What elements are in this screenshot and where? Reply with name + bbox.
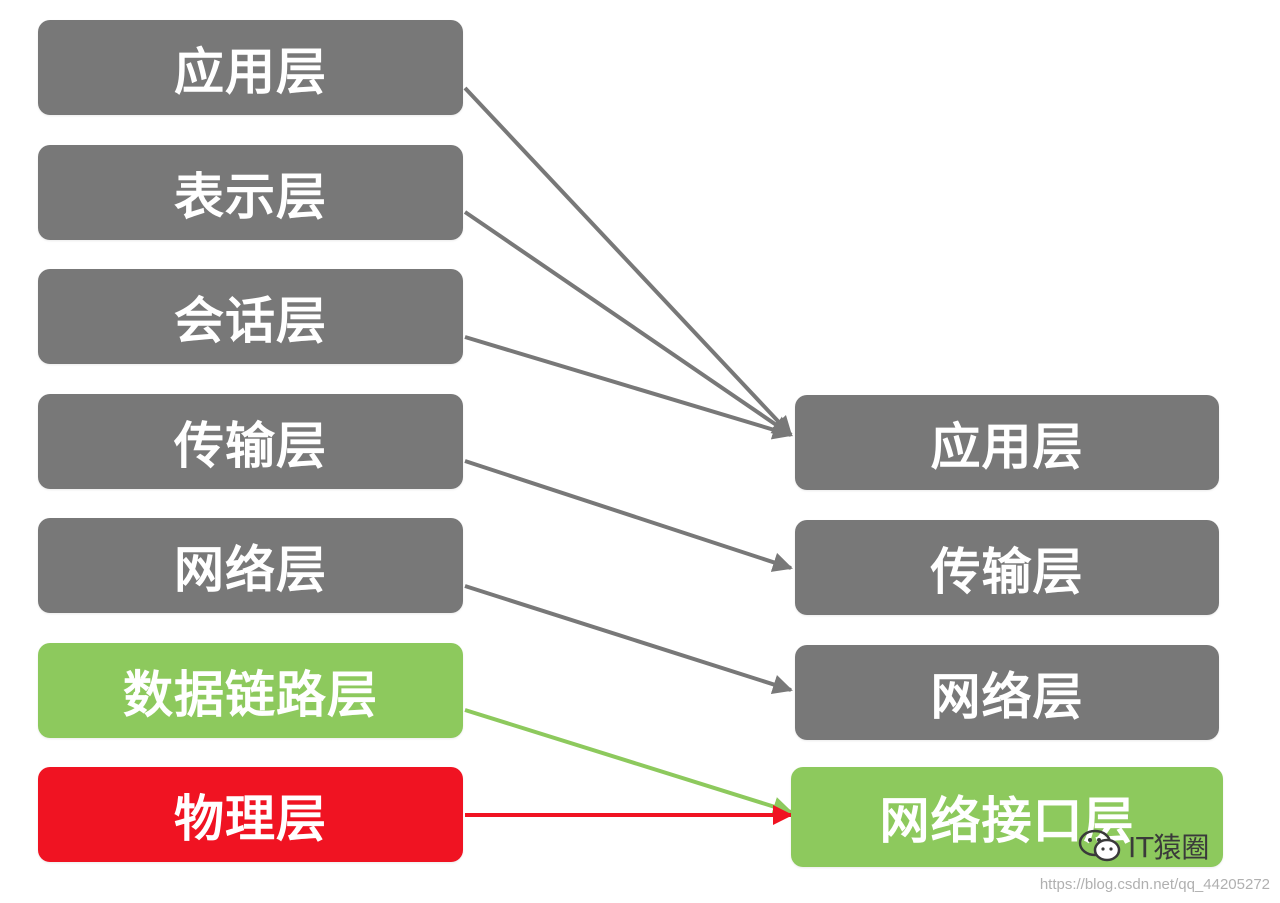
mapping-arrow	[463, 210, 793, 437]
wechat-icon	[1078, 829, 1121, 862]
osi-layer-box: 数据链路层	[38, 643, 463, 738]
tcpip-layer-box: 应用层	[795, 395, 1219, 490]
tcpip-layer-box: 网络接口层	[791, 767, 1223, 867]
source-url: https://blog.csdn.net/qq_44205272	[1039, 876, 1270, 893]
mapping-arrow	[464, 708, 793, 817]
mapping-arrow	[464, 335, 793, 440]
osi-layer-box: 应用层	[38, 20, 463, 115]
watermark-text: IT猿圈	[1128, 831, 1210, 864]
mapping-arrow	[464, 584, 793, 695]
tcpip-layer-box: 传输层	[795, 520, 1219, 615]
tcpip-layer-box: 网络层	[795, 645, 1219, 740]
osi-layer-box: 物理层	[38, 767, 463, 862]
osi-layer-box: 传输层	[38, 394, 463, 489]
watermark: IT猿圈	[1078, 826, 1209, 866]
osi-layer-box: 会话层	[38, 269, 463, 364]
osi-layer-box: 表示层	[38, 145, 463, 240]
osi-layer-box: 网络层	[38, 518, 463, 613]
mapping-arrow	[463, 86, 793, 437]
mapping-arrow	[464, 459, 793, 572]
